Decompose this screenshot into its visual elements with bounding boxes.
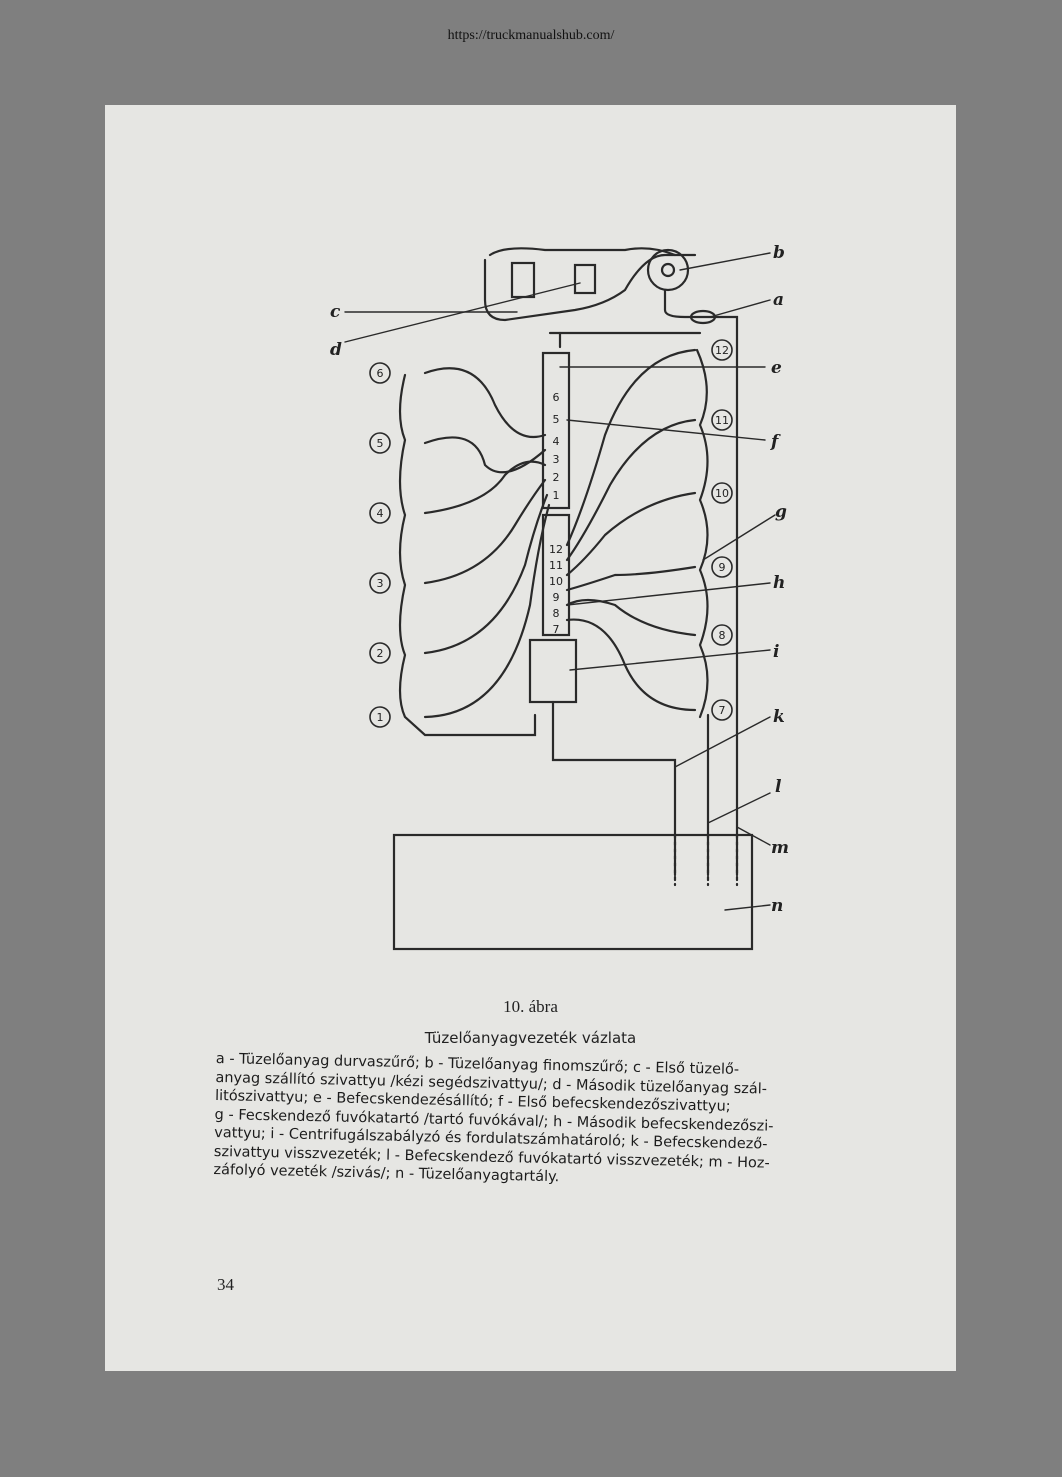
coarse-filter-a	[689, 309, 717, 325]
injector-2-number: 2	[377, 647, 384, 660]
left-return-chain	[398, 373, 537, 737]
pump-outlet-5: 5	[553, 413, 560, 426]
injection-pump-f	[541, 351, 571, 510]
pipe-12	[565, 348, 697, 547]
hand-pump-c	[510, 261, 536, 299]
injector-5-number: 5	[377, 437, 384, 450]
injector-7-number: 7	[719, 704, 726, 717]
pump-return-k	[551, 700, 677, 877]
injector-2-icon	[369, 642, 391, 664]
pump-outlet-6: 6	[553, 391, 560, 404]
manual-page: 6 5 4 3 2 1 12 11 10 9 8 7 6 5 4 3 2 1 1…	[105, 105, 956, 1371]
injector-12-number: 12	[715, 344, 729, 357]
injector-9-number: 9	[719, 561, 726, 574]
injector-6-icon	[369, 362, 391, 384]
governor-i	[528, 638, 578, 704]
injector-8-icon	[711, 624, 733, 646]
figure-caption: a - Tüzelőanyag durvaszűrő; b - Tüzelőan…	[213, 1050, 906, 1194]
injector-1-icon	[369, 706, 391, 728]
injector-10-number: 10	[715, 487, 729, 500]
injector-11-icon	[711, 409, 733, 431]
injector-9-icon	[711, 556, 733, 578]
page-number: 34	[217, 1275, 234, 1294]
pump-outlet-2: 2	[553, 471, 560, 484]
injector-8-number: 8	[719, 629, 726, 642]
pump-outlet-10: 10	[549, 575, 563, 588]
injection-pump-h	[541, 513, 571, 637]
injector-7-icon	[711, 699, 733, 721]
label-l: l	[775, 777, 782, 797]
fuel-system-diagram: 6 5 4 3 2 1 12 11 10 9 8 7 6 5 4 3 2 1 1…	[330, 243, 789, 951]
injector-3-icon	[369, 572, 391, 594]
pipe-10	[565, 491, 697, 577]
injector-6-number: 6	[377, 367, 384, 380]
pump-outlet-1: 1	[553, 489, 560, 502]
injector-4-number: 4	[377, 507, 384, 520]
pump-outlet-4: 4	[553, 435, 560, 448]
injector-10-icon	[711, 482, 733, 504]
pump-outlet-7: 7	[553, 623, 560, 636]
label-g: g	[775, 502, 787, 522]
pipe-11	[565, 418, 697, 562]
label-a: a	[773, 290, 784, 310]
pump-outlet-8: 8	[553, 607, 560, 620]
figure-title: 10. ábra	[503, 997, 558, 1016]
right-return-chain	[695, 348, 709, 719]
label-k: k	[773, 707, 785, 727]
pipe-2	[423, 493, 549, 655]
label-h: h	[773, 573, 785, 593]
label-d: d	[330, 340, 342, 360]
pipe-4	[423, 460, 547, 515]
transfer-pump-loop	[483, 253, 697, 322]
label-e: e	[771, 358, 782, 378]
label-n: n	[771, 896, 783, 916]
label-m: m	[771, 838, 789, 858]
pump-outlet-11: 11	[549, 559, 563, 572]
upper-return-line	[488, 247, 677, 257]
fuel-tank-n	[392, 833, 754, 951]
label-f: f	[770, 432, 781, 452]
pipe-8	[565, 598, 697, 637]
pump-outlet-12: 12	[549, 543, 563, 556]
pump-outlet-9: 9	[553, 591, 560, 604]
injector-4-icon	[369, 502, 391, 524]
label-i: i	[773, 642, 779, 662]
injector-12-icon	[711, 339, 733, 361]
injector-5-icon	[369, 432, 391, 454]
injector-1-number: 1	[377, 711, 384, 724]
pipe-9	[565, 565, 697, 592]
pipe-6	[423, 367, 547, 439]
pipe-1	[423, 503, 551, 719]
fine-filter-b	[646, 248, 690, 292]
pump-outlet-3: 3	[553, 453, 560, 466]
label-c: c	[330, 302, 341, 322]
pipe-5	[423, 436, 547, 474]
figure-subtitle: Tüzelőanyagvezeték vázlata	[424, 1029, 637, 1047]
injector-11-number: 11	[715, 414, 729, 427]
source-url: https://truckmanualshub.com/	[447, 28, 615, 43]
pipe-3	[423, 478, 547, 585]
label-b: b	[773, 243, 785, 263]
second-pump-d	[573, 263, 597, 295]
coarse-filter-line	[663, 288, 739, 837]
injector-3-number: 3	[377, 577, 384, 590]
